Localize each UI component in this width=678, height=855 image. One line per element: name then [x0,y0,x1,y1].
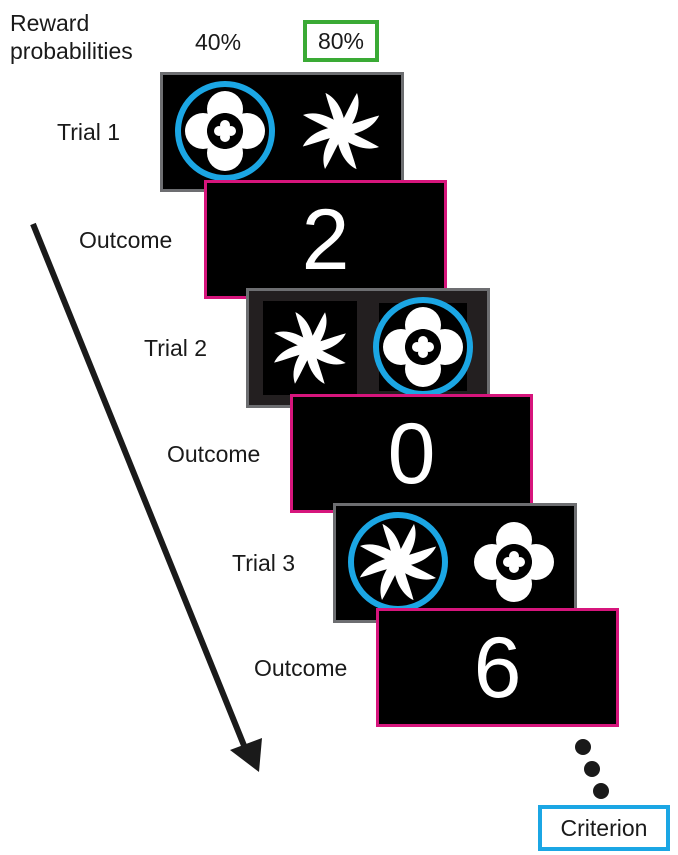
prob-right-box: 80% [303,20,379,62]
outcome-1-panel: 2 [204,180,447,299]
time-arrow-shaft [30,222,248,750]
outcome-1-value: 2 [301,191,350,288]
outcome-2-panel: 0 [290,394,533,513]
reward-probabilities-label: Reward probabilities [10,10,133,64]
continuation-dot [593,783,609,799]
outcome-3-panel: 6 [376,608,619,727]
trial-1-label: Trial 1 [57,119,121,145]
time-arrow-head [230,738,262,772]
continuation-dot [575,739,591,755]
criterion-label: Criterion [560,814,648,841]
outcome-2-label: Outcome [167,441,261,467]
continuation-dot [584,761,600,777]
trial-2-label: Trial 2 [144,335,208,361]
outcome-3-label: Outcome [254,655,348,681]
trial-3-label: Trial 3 [232,550,296,576]
trial-1-left-stimulus [175,81,275,181]
prob-right-label: 80% [317,27,365,54]
outcome-1-label: Outcome [79,227,173,253]
choice-ring [175,81,275,181]
outcome-2-value: 0 [387,405,436,502]
trial-2-left-stimulus [263,301,357,395]
trial-2-panel [246,288,490,408]
outcome-3-value: 6 [473,619,522,716]
prob-left-label: 40% [195,29,242,55]
criterion-box: Criterion [538,805,670,851]
